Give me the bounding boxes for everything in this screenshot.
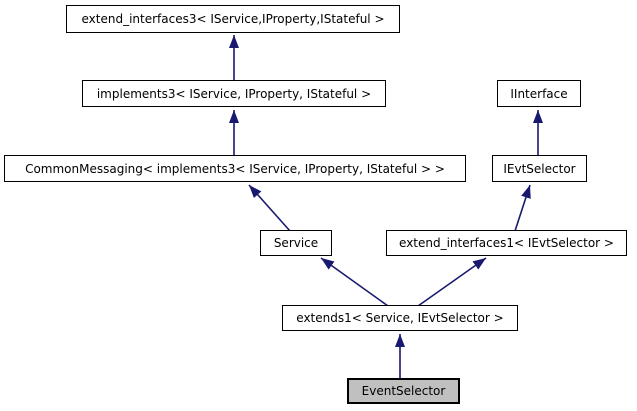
node-common-messaging[interactable]: CommonMessaging< implements3< IService, … [4,155,466,182]
node-extend-interfaces3[interactable]: extend_interfaces3< IService,IProperty,I… [66,5,400,33]
arrow-service-to-common-messaging [248,184,291,232]
node-extends1[interactable]: extends1< Service, IEvtSelector > [282,305,518,331]
arrow-extends1-to-extend-interfaces1 [417,257,487,307]
node-implements3[interactable]: implements3< IService, IProperty, IState… [82,80,386,107]
node-extend-interfaces1[interactable]: extend_interfaces1< IEvtSelector > [386,230,627,256]
node-event-selector-current: EventSelector [347,378,460,404]
node-service[interactable]: Service [260,230,332,256]
arrow-extend-interfaces1-to-ievtselector [514,184,531,232]
node-ievtselector[interactable]: IEvtSelector [492,155,587,182]
arrow-extends1-to-service [320,257,389,307]
node-iinterface[interactable]: IInterface [497,80,581,107]
